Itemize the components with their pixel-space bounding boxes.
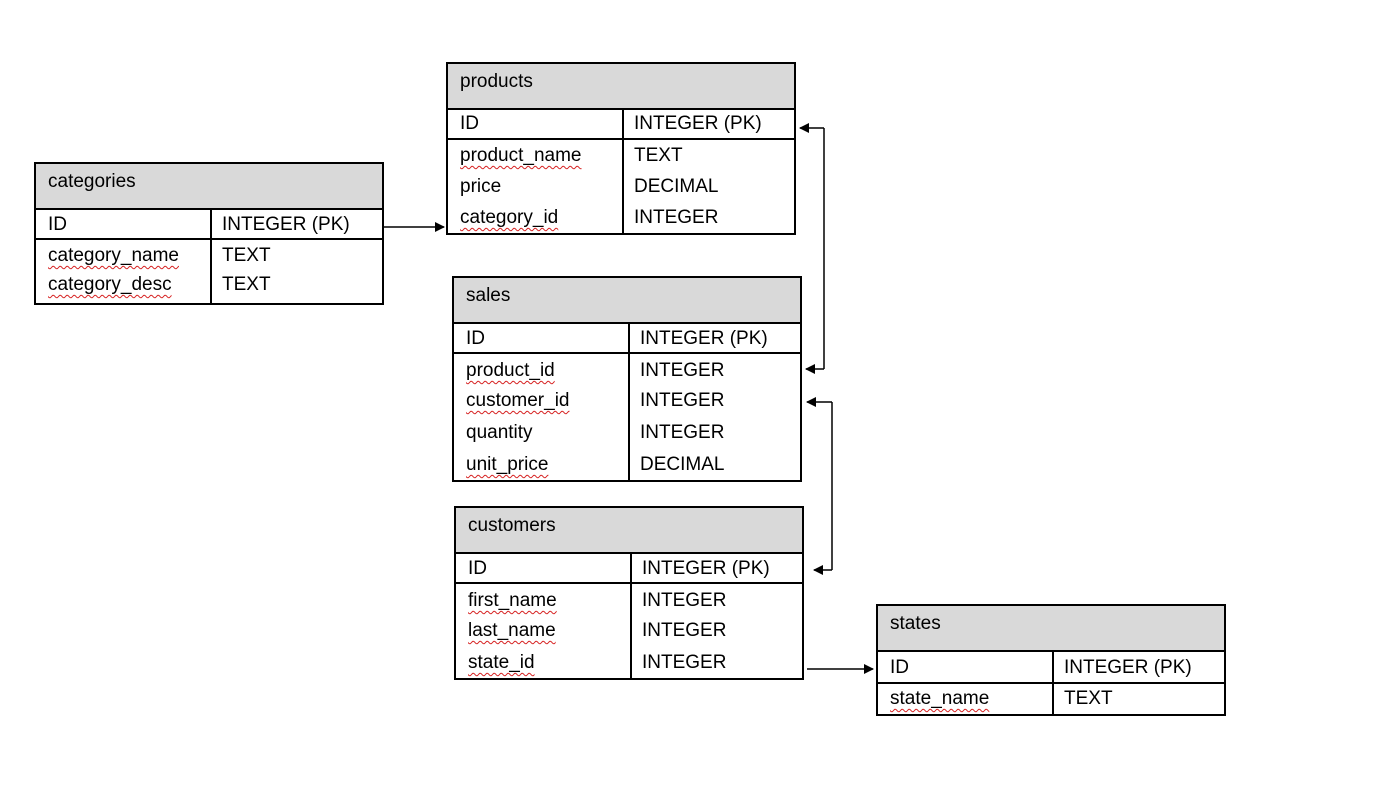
field-row: first_name INTEGER [456,584,802,615]
pk-type: INTEGER (PK) [642,558,770,579]
field-name: quantity [466,422,533,443]
column-divider [630,554,632,678]
field-name: unit_price [466,454,549,475]
field-row: state_name TEXT [878,684,1224,714]
states-table-title: states [878,606,1224,652]
field-row: price DECIMAL [448,171,794,202]
field-type: INTEGER [642,590,727,611]
field-name: category_name [48,245,179,266]
categories-table-title: categories [36,164,382,210]
column-divider [628,324,630,480]
pk-name: ID [466,328,485,349]
pk-type: INTEGER (PK) [634,113,762,134]
field-name: state_id [468,652,535,673]
products-table-title: products [448,64,794,110]
field-name: product_id [466,360,555,381]
states-pk-row: ID INTEGER (PK) [878,652,1224,684]
field-type: INTEGER [634,207,719,228]
pk-type: INTEGER (PK) [640,328,768,349]
field-type: INTEGER [640,390,725,411]
field-type: INTEGER [640,360,725,381]
products-table[interactable]: products ID INTEGER (PK) product_name TE… [446,62,796,235]
field-row: quantity INTEGER [454,416,800,448]
sales-pk-row: ID INTEGER (PK) [454,324,800,354]
field-type: TEXT [1064,688,1113,709]
field-type: DECIMAL [640,454,725,475]
pk-type: INTEGER (PK) [222,214,350,235]
field-name: category_desc [48,274,172,295]
field-type: INTEGER [640,422,725,443]
field-row: unit_price DECIMAL [454,448,800,480]
field-row: product_id INTEGER [454,354,800,385]
categories-table[interactable]: categories ID INTEGER (PK) category_name… [34,162,384,305]
field-name: category_id [460,207,559,228]
field-name: product_name [460,145,582,166]
customers-table[interactable]: customers ID INTEGER (PK) first_name INT… [454,506,804,680]
field-type: INTEGER [642,652,727,673]
categories-pk-row: ID INTEGER (PK) [36,210,382,240]
column-divider [210,210,212,303]
pk-name: ID [468,558,487,579]
field-type: TEXT [634,145,683,166]
column-divider [622,110,624,233]
field-type: TEXT [222,245,271,266]
products-pk-row: ID INTEGER (PK) [448,110,794,140]
field-row: category_name TEXT [36,240,382,271]
field-name: last_name [468,620,556,641]
field-name: price [460,176,502,197]
states-table[interactable]: states ID INTEGER (PK) state_name TEXT [876,604,1226,716]
field-row: customer_id INTEGER [454,385,800,416]
field-row: category_id INTEGER [448,202,794,233]
field-name: state_name [890,688,990,709]
field-type: DECIMAL [634,176,719,197]
field-type: INTEGER [642,620,727,641]
pk-name: ID [890,657,909,678]
sales-table[interactable]: sales ID INTEGER (PK) product_id INTEGER… [452,276,802,482]
pk-type: INTEGER (PK) [1064,657,1192,678]
field-row: last_name INTEGER [456,615,802,646]
customers-table-title: customers [456,508,802,554]
field-type: TEXT [222,274,271,295]
field-name: first_name [468,590,557,611]
field-name: customer_id [466,390,570,411]
pk-name: ID [48,214,67,235]
pk-name: ID [460,113,479,134]
field-row: state_id INTEGER [456,646,802,677]
sales-table-title: sales [454,278,800,324]
field-row: category_desc TEXT [36,271,382,302]
customers-pk-row: ID INTEGER (PK) [456,554,802,584]
field-row: product_name TEXT [448,140,794,171]
